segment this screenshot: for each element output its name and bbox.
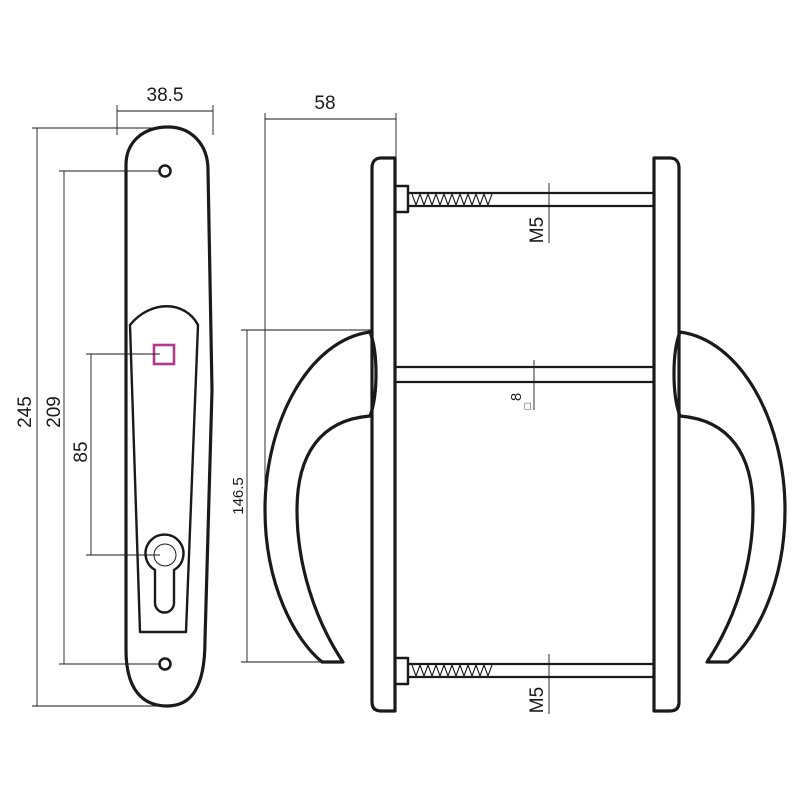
handle-base-recess [128, 305, 200, 634]
bottom-spring [411, 663, 493, 678]
front-view [124, 125, 214, 708]
dim-screw-top: M5 [527, 217, 548, 243]
dim-plate-height: 245 [15, 396, 36, 428]
left-plate-top-step [393, 184, 410, 214]
right-rose-plate [652, 156, 681, 713]
dim-hole-spacing: 209 [44, 396, 65, 428]
dim-handle-height: 146.5 [230, 477, 247, 515]
bottom-screw-hole [158, 657, 172, 671]
dim-screw-bottom: M5 [527, 687, 548, 713]
side-view [263, 156, 787, 713]
dim-spindle: 8 [508, 393, 525, 401]
left-plate-bottom-step [393, 656, 410, 686]
front-dimensions: 38.5 245 209 85 [15, 85, 214, 707]
left-lever-handle [263, 330, 378, 664]
spindle-square [152, 343, 176, 366]
left-rose-plate [370, 156, 397, 713]
dim-spindle-symbol: □ [522, 402, 534, 409]
dim-projection: 58 [314, 93, 335, 114]
dim-backset: 85 [71, 441, 92, 462]
top-spring [411, 192, 493, 207]
side-dimensions: 58 146.5 M5 M5 8 □ [230, 93, 550, 714]
dim-plate-width: 38.5 [147, 85, 184, 106]
top-screw-hole [158, 164, 172, 178]
cylinder-keyhole [144, 533, 185, 614]
right-lever-handle [672, 330, 787, 664]
